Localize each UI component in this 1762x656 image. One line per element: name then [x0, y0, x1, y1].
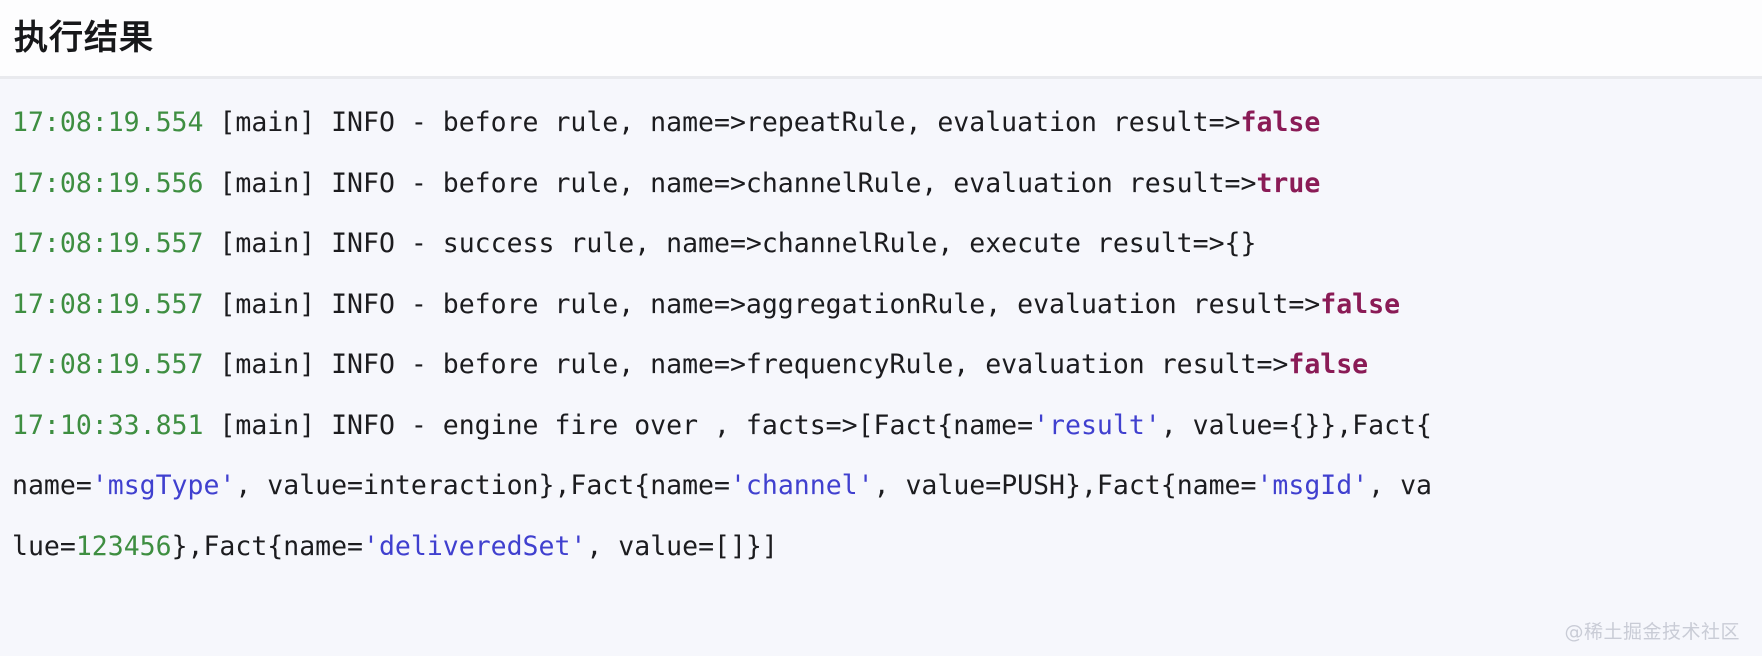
log-line: 17:08:19.556 [main] INFO - before rule, …: [0, 154, 1762, 215]
log-token-time: 17:08:19.557: [12, 288, 204, 320]
page-title: 执行结果: [14, 18, 154, 58]
log-line: lue=123456},Fact{name='deliveredSet', va…: [0, 517, 1762, 578]
log-token-plain: , value=[]}]: [586, 530, 778, 562]
log-token-time: 17:10:33.851: [12, 409, 204, 441]
log-token-str: 'channel': [729, 470, 874, 501]
log-token-plain: [main] INFO - before rule, name=>repeatR…: [203, 107, 1241, 138]
log-line: 17:08:19.554 [main] INFO - before rule, …: [0, 93, 1762, 154]
log-line: 17:08:19.557 [main] INFO - before rule, …: [0, 275, 1762, 336]
log-token-str: 'result': [1033, 409, 1161, 441]
log-line-list: 17:08:19.554 [main] INFO - before rule, …: [0, 93, 1762, 577]
log-token-str: 'msgType': [91, 470, 236, 501]
log-output-area[interactable]: 17:08:19.554 [main] INFO - before rule, …: [0, 79, 1762, 656]
log-token-bool: false: [1320, 288, 1401, 320]
log-token-bool: false: [1240, 107, 1321, 138]
log-token-plain: name=: [12, 470, 92, 501]
panel-header: 执行结果: [0, 0, 1762, 76]
log-line: name='msgType', value=interaction},Fact{…: [0, 456, 1762, 517]
log-token-plain: , value={}},Fact{: [1160, 409, 1432, 441]
log-token-str: 'deliveredSet': [363, 530, 587, 562]
log-token-plain: },Fact{name=: [171, 530, 364, 562]
log-token-num: 123456: [75, 530, 172, 562]
log-token-plain: , va: [1368, 470, 1432, 501]
log-token-plain: [main] INFO - before rule, name=>channel…: [203, 167, 1257, 199]
watermark: @稀土掘金技术社区: [1564, 621, 1740, 643]
log-token-str: 'msgId': [1256, 470, 1369, 501]
log-token-plain: [main] INFO - success rule, name=>channe…: [203, 228, 1257, 259]
log-token-plain: [main] INFO - before rule, name=>frequen…: [203, 349, 1289, 380]
log-token-time: 17:08:19.557: [12, 228, 204, 259]
log-token-plain: [main] INFO - engine fire over , facts=>…: [203, 409, 1034, 441]
log-token-plain: , value=PUSH},Fact{name=: [873, 470, 1257, 501]
log-token-bool: false: [1288, 349, 1369, 380]
log-line: 17:10:33.851 [main] INFO - engine fire o…: [0, 396, 1762, 457]
log-token-time: 17:08:19.556: [12, 167, 204, 199]
log-token-plain: [main] INFO - before rule, name=>aggrega…: [203, 288, 1321, 320]
log-token-plain: , value=interaction},Fact{name=: [235, 470, 730, 501]
log-line: 17:08:19.557 [main] INFO - success rule,…: [0, 214, 1762, 275]
log-token-time: 17:08:19.557: [12, 349, 204, 380]
log-line: 17:08:19.557 [main] INFO - before rule, …: [0, 335, 1762, 396]
header-divider: [0, 76, 1762, 79]
log-token-bool: true: [1256, 167, 1321, 199]
log-token-plain: lue=: [12, 530, 76, 562]
log-token-time: 17:08:19.554: [12, 107, 204, 138]
